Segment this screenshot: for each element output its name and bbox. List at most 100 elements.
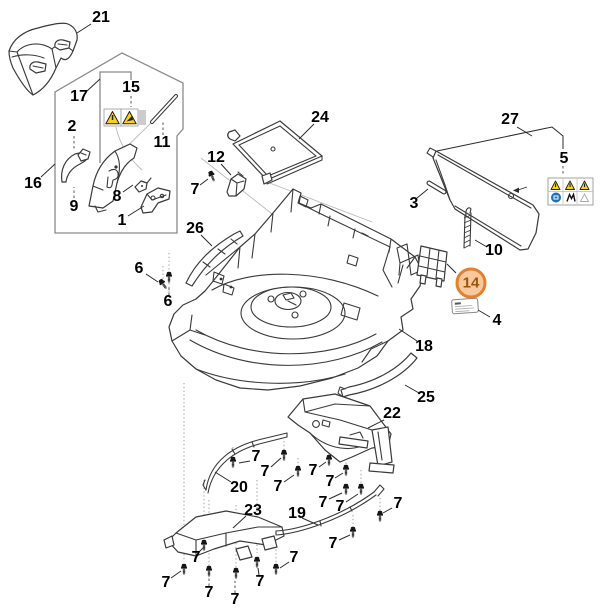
part-callout-6: 6 (134, 260, 144, 277)
part-callout-16: 16 (24, 175, 42, 192)
part-callout-9: 9 (69, 198, 79, 215)
callout-leader-3 (416, 188, 429, 199)
callout-leader-23 (232, 515, 247, 529)
part-drawing-bumper-strip (337, 352, 418, 398)
part-callout-10: 10 (485, 242, 503, 259)
part-callout-25: 25 (417, 389, 435, 406)
callout-leader-7 (170, 570, 182, 579)
part-callout-18: 18 (415, 338, 433, 355)
part-drawing-front-bracket (163, 510, 285, 561)
part-callout-8: 8 (112, 188, 122, 205)
part-callout-14[interactable]: 14 (455, 267, 487, 299)
screw-icon (206, 169, 218, 184)
callout-leader-7 (199, 178, 209, 186)
assembly-group-box (54, 52, 184, 234)
part-callout-7: 7 (161, 574, 171, 591)
callout-leader-26 (200, 234, 213, 247)
part-callout-11: 11 (153, 134, 171, 151)
part-drawing-mulch-insert (287, 393, 395, 474)
callout-leader-20 (214, 471, 232, 483)
screw-icon (232, 567, 240, 580)
small-warning-label (103, 108, 146, 127)
callout-leader-27 (516, 126, 533, 137)
part-drawing-mower-housing (168, 188, 424, 391)
callout-leader-7 (338, 534, 351, 541)
part-callout-23: 23 (244, 502, 262, 519)
callout-leader-22 (367, 419, 385, 429)
part-drawing-guard-wire (202, 432, 288, 494)
screw-icon (349, 526, 357, 539)
part-drawing-spring (463, 207, 472, 249)
part-callout-6: 6 (163, 293, 173, 310)
part-callout-7: 7 (325, 473, 335, 490)
callout-leader-1 (127, 205, 145, 217)
part-callout-2: 2 (67, 118, 77, 135)
screw-icon (294, 465, 302, 478)
part-callout-7: 7 (190, 181, 200, 198)
part-callout-7: 7 (335, 498, 345, 515)
part-callout-1: 1 (117, 212, 127, 229)
part-drawing-spring-hook (106, 168, 119, 189)
part-drawing-lower-trim (275, 484, 385, 536)
screw-icon (376, 510, 384, 523)
screw-icon (342, 483, 350, 496)
warning-triangle-icon (579, 180, 590, 190)
part-callout-7: 7 (393, 495, 403, 512)
callout-leader-lines (40, 23, 564, 593)
callout-leader-12 (220, 163, 232, 176)
part-drawing-cable-clip (226, 171, 247, 197)
screw-icon (157, 277, 170, 292)
bystander-distance-icon (566, 192, 576, 202)
part-callout-7: 7 (328, 535, 338, 552)
part-callout-7: 7 (308, 462, 318, 479)
callout-leader-7 (279, 561, 290, 569)
callout-leader-21 (76, 23, 92, 34)
blade-hazard-triangle-icon (122, 111, 137, 125)
callout-leader-16 (40, 163, 56, 178)
part-callout-7: 7 (289, 549, 299, 566)
part-callout-7: 7 (260, 463, 270, 480)
callout-leader-10 (474, 239, 488, 248)
part-drawing-pin (426, 180, 447, 195)
screw-icon (165, 271, 173, 284)
screw-icon (205, 565, 213, 578)
part-callout-7: 7 (318, 494, 328, 511)
screw-icon (342, 464, 350, 477)
callout-leader-7 (238, 460, 251, 464)
part-callout-4: 4 (492, 312, 502, 329)
part-drawing-cover-plate (227, 120, 323, 185)
callout-leader-4 (477, 309, 491, 318)
callout-leader-19 (301, 517, 319, 526)
part-drawing-clip (134, 177, 152, 193)
callout-leader-7 (328, 492, 343, 500)
part-drawing-trim-strip (185, 230, 244, 287)
read-manual-circle-icon (551, 192, 561, 203)
callout-leader-7 (198, 547, 204, 553)
callout-leader-6 (145, 273, 159, 283)
blade-stop-icon (579, 193, 590, 202)
screw-icon (180, 563, 188, 576)
part-drawing-rod (150, 94, 178, 124)
callout-leader-18 (398, 328, 418, 342)
screw-icon (280, 449, 288, 462)
callout-leader-7 (283, 474, 295, 483)
product-label (451, 297, 479, 315)
callout-leader-7 (345, 493, 359, 503)
screw-icon (272, 563, 280, 576)
part-callout-5: 5 (559, 150, 569, 167)
part-callout-15: 15 (122, 79, 140, 96)
part-drawing-grass-deflector (8, 22, 78, 96)
part-drawing-air-grille (416, 245, 457, 288)
callout-leader-7 (257, 567, 260, 576)
part-drawing-lever (60, 148, 91, 183)
callout-leader-25 (404, 384, 420, 394)
part-callout-26: 26 (186, 220, 204, 237)
callout-leader-17 (86, 78, 101, 92)
callout-leader-7 (382, 507, 393, 514)
part-callout-24: 24 (311, 109, 329, 126)
callout-leader-24 (298, 123, 315, 140)
part-callout-21: 21 (92, 9, 110, 26)
part-callout-19: 19 (288, 505, 306, 522)
